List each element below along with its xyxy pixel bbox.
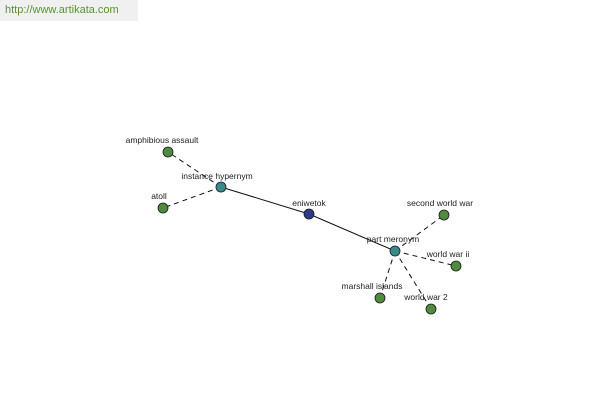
node-world-war-ii[interactable] <box>450 260 462 272</box>
node-label-atoll[interactable]: atoll <box>151 191 167 201</box>
node-label-eniwetok[interactable]: eniwetok <box>292 198 326 208</box>
nodes-layer <box>157 146 462 315</box>
node-label-amphibious-assault[interactable]: amphibious assault <box>126 135 199 145</box>
edge-part-meronym-to-second-world-war <box>394 214 445 252</box>
node-label-second-world-war[interactable]: second world war <box>407 198 473 208</box>
node-label-world-war-2[interactable]: world war 2 <box>403 292 448 302</box>
edge-eniwetok-to-instance-hypernym <box>220 186 310 215</box>
node-atoll[interactable] <box>157 202 169 214</box>
watermark-link[interactable]: http://www.artikata.com <box>0 0 138 21</box>
node-world-war-2[interactable] <box>425 303 437 315</box>
edge-part-meronym-to-world-war-ii <box>394 250 457 267</box>
labels-layer: eniwetok instance hypernym part meronym amp… <box>126 135 474 302</box>
node-label-part-meronym[interactable]: part meronym <box>367 234 419 244</box>
node-amphibious-assault[interactable] <box>162 146 174 158</box>
node-part-meronym[interactable] <box>389 245 401 257</box>
node-second-world-war[interactable] <box>438 209 450 221</box>
node-marshall-islands[interactable] <box>374 292 386 304</box>
edge-part-meronym-to-world-war-2 <box>394 250 432 310</box>
edge-eniwetok-to-part-meronym <box>308 213 396 252</box>
node-instance-hypernym[interactable] <box>215 181 227 193</box>
edge-instance-hypernym-to-atoll <box>162 186 222 209</box>
node-label-instance-hypernym[interactable]: instance hypernym <box>181 171 252 181</box>
node-label-world-war-ii[interactable]: world war ii <box>426 249 470 259</box>
edge-instance-hypernym-to-amphibious-assault <box>167 151 222 188</box>
edges-layer <box>162 151 457 310</box>
node-eniwetok[interactable] <box>303 208 315 220</box>
node-label-marshall-islands[interactable]: marshall islands <box>342 281 403 291</box>
